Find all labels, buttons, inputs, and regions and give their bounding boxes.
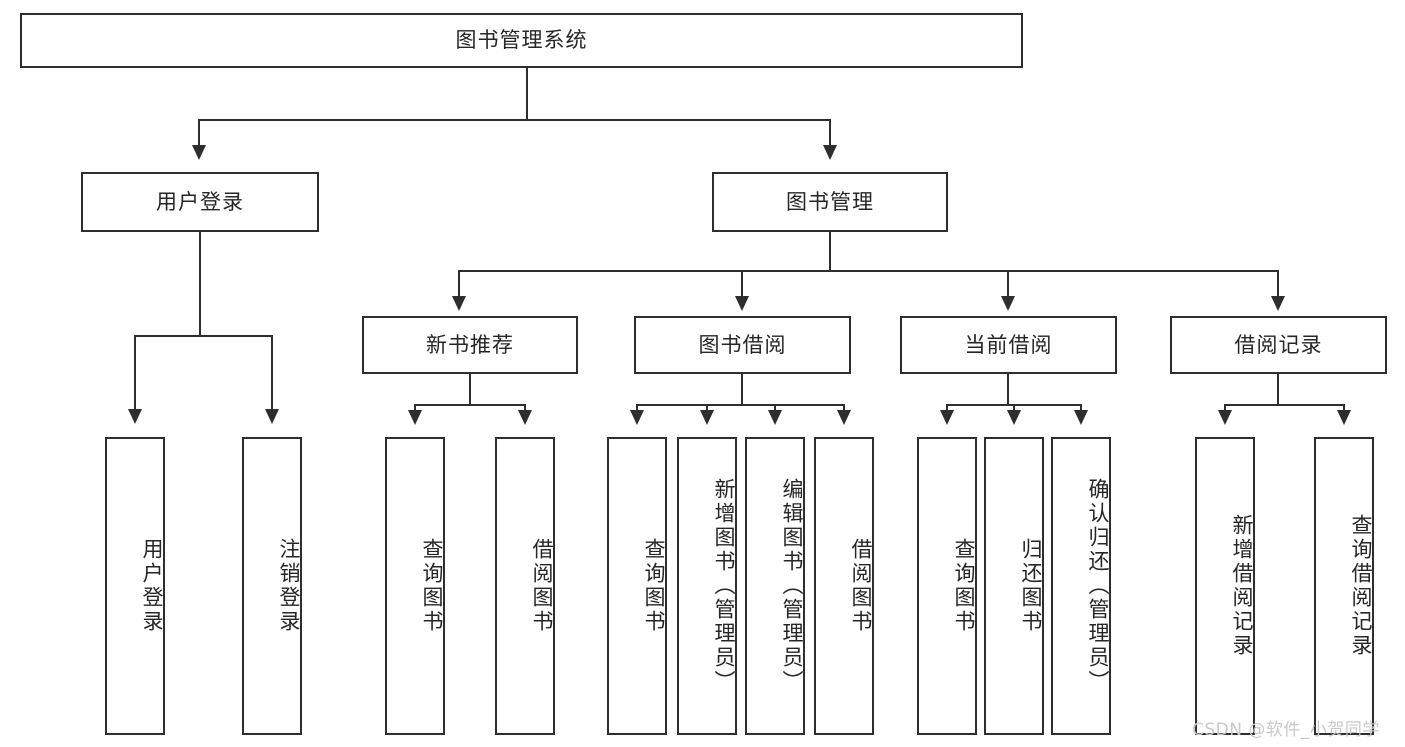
arrow-to-leaf-recommend-2 xyxy=(518,410,532,425)
node-book-borrow-label: 图书借阅 xyxy=(698,332,787,357)
node-borrow-record-label: 借阅记录 xyxy=(1234,332,1323,357)
connector-user-login-drop-2 xyxy=(271,335,273,411)
node-user-login[interactable]: 用户登录 xyxy=(81,172,319,232)
node-new-book-recommend[interactable]: 新书推荐 xyxy=(362,316,578,374)
arrow-to-leaf-borrow-1 xyxy=(630,410,644,425)
node-book-borrow[interactable]: 图书借阅 xyxy=(634,316,851,374)
leaf-user-login-2[interactable]: 注销登录 xyxy=(242,437,302,735)
connector-level2-drop-2 xyxy=(741,270,743,298)
arrow-to-leaf-recommend-1 xyxy=(408,410,422,425)
leaf-record-1-label: 新增借阅记录 xyxy=(1230,514,1254,658)
leaf-current-3-label: 确认归还（管理员） xyxy=(1086,478,1110,694)
arrow-to-leaf-current-1 xyxy=(940,410,954,425)
arrow-to-current-borrow xyxy=(1001,296,1015,311)
connector-level2-drop-3 xyxy=(1007,270,1009,298)
leaf-current-2[interactable]: 归还图书 xyxy=(984,437,1044,735)
leaf-borrow-2[interactable]: 新增图书（管理员） xyxy=(677,437,737,735)
node-current-borrow[interactable]: 当前借阅 xyxy=(900,316,1117,374)
connector-level2-drop-1 xyxy=(458,270,460,298)
leaf-recommend-2-label: 借阅图书 xyxy=(530,538,554,634)
arrow-to-leaf-current-2 xyxy=(1007,410,1021,425)
connector-record-stem xyxy=(1277,374,1279,405)
connector-borrow-bus xyxy=(636,404,844,406)
arrow-to-new-book-recommend xyxy=(452,296,466,311)
connector-recommend-bus xyxy=(414,404,525,406)
connector-recommend-drop-2 xyxy=(524,404,526,412)
connector-user-login-bus xyxy=(134,335,273,337)
leaf-borrow-1-label: 查询图书 xyxy=(642,538,666,634)
connector-recommend-stem xyxy=(469,374,471,405)
node-current-borrow-label: 当前借阅 xyxy=(964,332,1053,357)
node-book-manage[interactable]: 图书管理 xyxy=(712,172,948,232)
connector-current-drop-2 xyxy=(1013,404,1015,412)
connector-user-login-drop-1 xyxy=(134,335,136,411)
leaf-borrow-2-label: 新增图书（管理员） xyxy=(712,478,736,694)
arrow-to-leaf-borrow-4 xyxy=(837,410,851,425)
arrow-to-leaf-user-login-1 xyxy=(128,409,142,424)
connector-borrow-drop-3 xyxy=(774,404,776,412)
arrow-to-leaf-user-login-2 xyxy=(265,409,279,424)
arrow-to-leaf-record-1 xyxy=(1218,410,1232,425)
connector-level2-drop-4 xyxy=(1277,270,1279,298)
leaf-borrow-1[interactable]: 查询图书 xyxy=(607,437,667,735)
connector-level2-bus xyxy=(458,270,1279,272)
connector-level1-drop-user xyxy=(198,119,200,147)
leaf-user-login-1[interactable]: 用户登录 xyxy=(105,437,165,735)
arrow-to-leaf-current-3 xyxy=(1074,410,1088,425)
connector-current-drop-1 xyxy=(946,404,948,412)
leaf-record-2-label: 查询借阅记录 xyxy=(1349,514,1373,658)
leaf-recommend-1[interactable]: 查询图书 xyxy=(385,437,445,735)
leaf-record-2[interactable]: 查询借阅记录 xyxy=(1314,437,1374,735)
connector-root-stem xyxy=(526,68,528,120)
node-user-login-label: 用户登录 xyxy=(156,189,244,214)
connector-recommend-drop-1 xyxy=(414,404,416,412)
arrow-to-book-manage xyxy=(823,145,837,160)
node-borrow-record[interactable]: 借阅记录 xyxy=(1170,316,1387,374)
leaf-borrow-3[interactable]: 编辑图书（管理员） xyxy=(745,437,805,735)
connector-borrow-stem xyxy=(741,374,743,405)
leaf-borrow-4[interactable]: 借阅图书 xyxy=(814,437,874,735)
connector-level1-bus xyxy=(198,119,830,121)
leaf-current-2-label: 归还图书 xyxy=(1019,538,1043,634)
leaf-current-3[interactable]: 确认归还（管理员） xyxy=(1051,437,1111,735)
leaf-current-1[interactable]: 查询图书 xyxy=(917,437,977,735)
leaf-user-login-1-label: 用户登录 xyxy=(140,538,164,634)
connector-level1-drop-book xyxy=(829,119,831,147)
leaf-record-1[interactable]: 新增借阅记录 xyxy=(1195,437,1255,735)
leaf-borrow-3-label: 编辑图书（管理员） xyxy=(780,478,804,694)
node-root[interactable]: 图书管理系统 xyxy=(20,13,1023,68)
connector-borrow-drop-4 xyxy=(843,404,845,412)
leaf-recommend-2[interactable]: 借阅图书 xyxy=(495,437,555,735)
connector-borrow-drop-2 xyxy=(706,404,708,412)
connector-record-bus xyxy=(1224,404,1344,406)
node-new-book-recommend-label: 新书推荐 xyxy=(426,332,514,357)
node-book-manage-label: 图书管理 xyxy=(786,189,874,214)
arrow-to-user-login xyxy=(192,145,206,160)
connector-borrow-drop-1 xyxy=(636,404,638,412)
leaf-borrow-4-label: 借阅图书 xyxy=(849,538,873,634)
arrow-to-borrow-record xyxy=(1271,296,1285,311)
leaf-current-1-label: 查询图书 xyxy=(952,538,976,634)
node-root-label: 图书管理系统 xyxy=(455,28,588,53)
leaf-user-login-2-label: 注销登录 xyxy=(277,538,301,634)
arrow-to-leaf-borrow-2 xyxy=(700,410,714,425)
arrow-to-book-borrow xyxy=(735,296,749,311)
connector-book-manage-stem xyxy=(829,232,831,271)
connector-user-login-stem xyxy=(199,232,201,336)
arrow-to-leaf-record-2 xyxy=(1337,410,1351,425)
connector-record-drop-1 xyxy=(1224,404,1226,412)
connector-current-drop-3 xyxy=(1080,404,1082,412)
connector-current-stem xyxy=(1007,374,1009,405)
arrow-to-leaf-borrow-3 xyxy=(768,410,782,425)
connector-record-drop-2 xyxy=(1343,404,1345,412)
leaf-recommend-1-label: 查询图书 xyxy=(420,538,444,634)
